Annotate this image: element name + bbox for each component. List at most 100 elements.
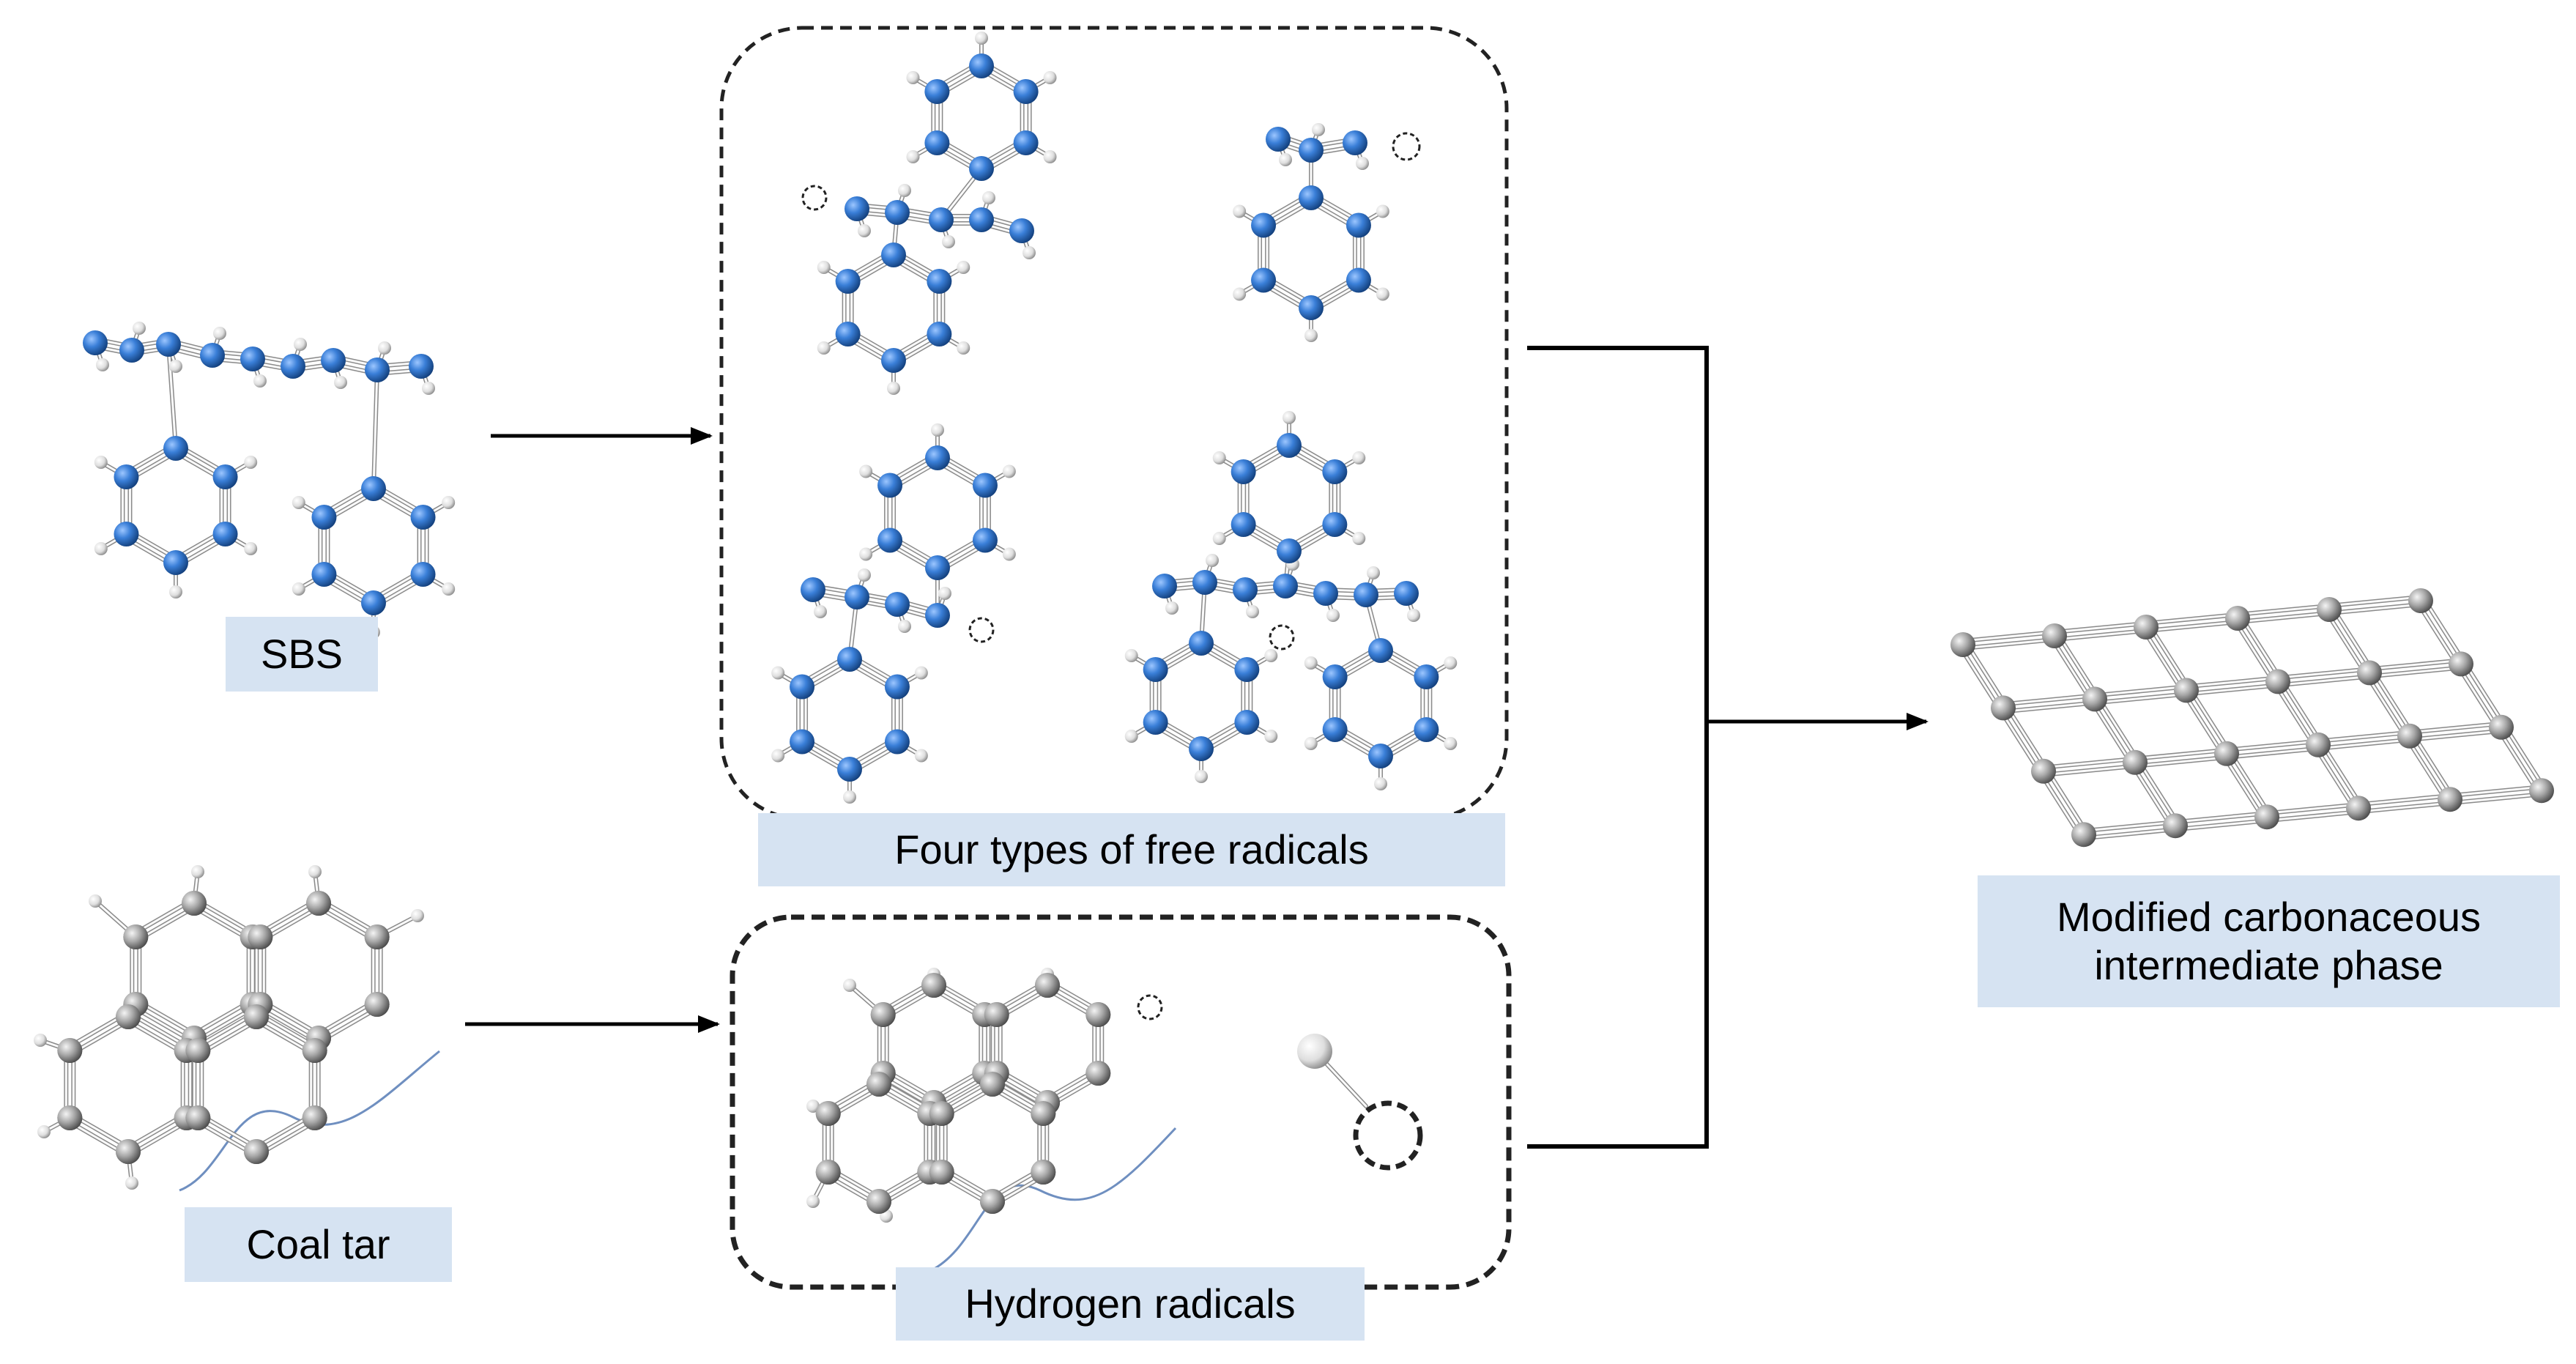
carbon-atom-blue [1322, 717, 1348, 742]
carbon-atom-blue [790, 729, 815, 755]
bond-highlight [2093, 692, 2188, 704]
bond-highlight [2314, 745, 2357, 812]
bond-highlight [2042, 765, 2137, 776]
hydrogen-atom [859, 547, 873, 561]
carbon-atom-grey [2042, 623, 2067, 648]
bond-highlight [2182, 691, 2225, 757]
bond-highlight [2497, 727, 2540, 794]
hydrogen-atom [334, 376, 347, 389]
bond-highlight [2276, 675, 2371, 686]
bond-highlight [2188, 687, 2231, 753]
hydrogen-atom [1043, 71, 1057, 84]
carbon-atom-blue [877, 527, 903, 553]
hydrogen-atom [213, 327, 226, 340]
bond-highlight [2053, 629, 2148, 641]
carbon-atom-blue [321, 348, 346, 373]
bond-highlight [167, 343, 177, 450]
carbon-atom-blue [801, 577, 825, 602]
bond-highlight [2053, 622, 2148, 634]
carbon-atom-blue [884, 674, 910, 700]
hydrogen-atom [1326, 609, 1340, 622]
hydrogen-atom [442, 582, 456, 596]
carbon-atom-blue [114, 464, 139, 489]
hydrogen-atom [96, 358, 109, 371]
carbon-atom-blue [881, 348, 906, 373]
carbon-atom-grey [57, 1105, 83, 1130]
carbon-atom-blue [877, 472, 903, 498]
carbon-atom-blue [1322, 664, 1348, 689]
hydrogen-atom [859, 464, 873, 478]
hydrogen-atom [1233, 204, 1247, 218]
hydrogen-atom [1374, 777, 1387, 790]
bond-highlight [2142, 628, 2185, 694]
carbon-atom-grey [2529, 778, 2554, 804]
carbon-atom-grey [1991, 695, 2016, 721]
hydrogen-atom [292, 496, 305, 509]
carbon-atom-blue [361, 476, 386, 501]
hydrogen-atom [1356, 157, 1369, 170]
carbon-atom-grey [2254, 804, 2279, 830]
bond-highlight [1999, 708, 2042, 774]
hydrogen-atom [1002, 464, 1016, 478]
carbon-atom-blue [365, 357, 390, 382]
bond-highlight [1961, 631, 2056, 642]
bond-highlight [2236, 612, 2331, 623]
hydrogen-atom [1376, 287, 1389, 301]
hydrogen-atom [34, 1034, 47, 1047]
hydrogen-atom [898, 620, 911, 633]
bond-highlight [2276, 667, 2371, 679]
hydrogen-atom [191, 865, 204, 878]
carbon-atom-blue [1345, 267, 1371, 293]
carbon-atom-blue [1013, 79, 1039, 104]
hydrogen-atom [817, 261, 831, 274]
bond-highlight [2174, 819, 2268, 831]
carbon-atom-blue [410, 505, 436, 530]
carbon-atom-grey [2225, 606, 2250, 631]
carbon-atom-blue [1277, 433, 1302, 458]
carbon-atom-blue [1299, 138, 1324, 163]
hydrogen-atom [843, 790, 856, 804]
carbon-atom-grey [244, 1004, 269, 1029]
hydrogen-atom [1312, 123, 1325, 136]
carbon-atom-grey [980, 1072, 1005, 1097]
bond-highlight [2145, 613, 2239, 625]
carbon-atom-grey [2306, 732, 2331, 757]
carbon-atom-grey [1031, 1101, 1056, 1126]
bond-highlight [2408, 730, 2503, 741]
merge-connector [1527, 346, 1709, 1149]
carbon-atom-grey [2031, 758, 2056, 784]
bond-highlight [2134, 756, 2228, 768]
bond-highlight [2233, 619, 2276, 685]
bond-highlight [2320, 741, 2363, 808]
bond-highlight [2411, 733, 2454, 799]
carbon-atom-blue [925, 445, 950, 470]
carbon-atom-blue [156, 332, 181, 357]
coal-tar-curve [179, 1050, 440, 1192]
carbon-atom-grey [302, 1038, 327, 1063]
carbon-atom-grey [2174, 678, 2199, 703]
carbon-atom-grey [815, 1160, 841, 1185]
bond-highlight [2357, 794, 2451, 806]
radical-site [968, 617, 995, 643]
hydrogen-atom [94, 456, 108, 469]
bond-highlight [2056, 632, 2099, 699]
carbon-atom-grey [921, 973, 946, 998]
bond-highlight [2185, 683, 2279, 695]
carbon-atom-blue [1277, 538, 1302, 563]
molecule-atoms [34, 31, 2554, 1223]
carbon-atom-grey [306, 891, 331, 916]
carbon-atom-blue [1414, 664, 1439, 689]
carbon-atom-blue [969, 207, 994, 232]
carbon-atom-blue [969, 156, 994, 181]
hydrogen-atom [1283, 411, 1296, 424]
hydrogen-atom [1352, 532, 1366, 545]
bond-highlight [2325, 610, 2368, 676]
carbon-atom-blue [837, 757, 862, 782]
bond-highlight [2449, 785, 2543, 797]
hydrogen-atom [806, 1195, 820, 1208]
hydrogen-atom-large [1297, 1034, 1332, 1069]
hydrogen-atom [169, 360, 182, 373]
carbon-atom-blue [1394, 581, 1419, 606]
carbon-atom-grey [302, 1105, 327, 1130]
bond-highlight [2422, 597, 2465, 664]
